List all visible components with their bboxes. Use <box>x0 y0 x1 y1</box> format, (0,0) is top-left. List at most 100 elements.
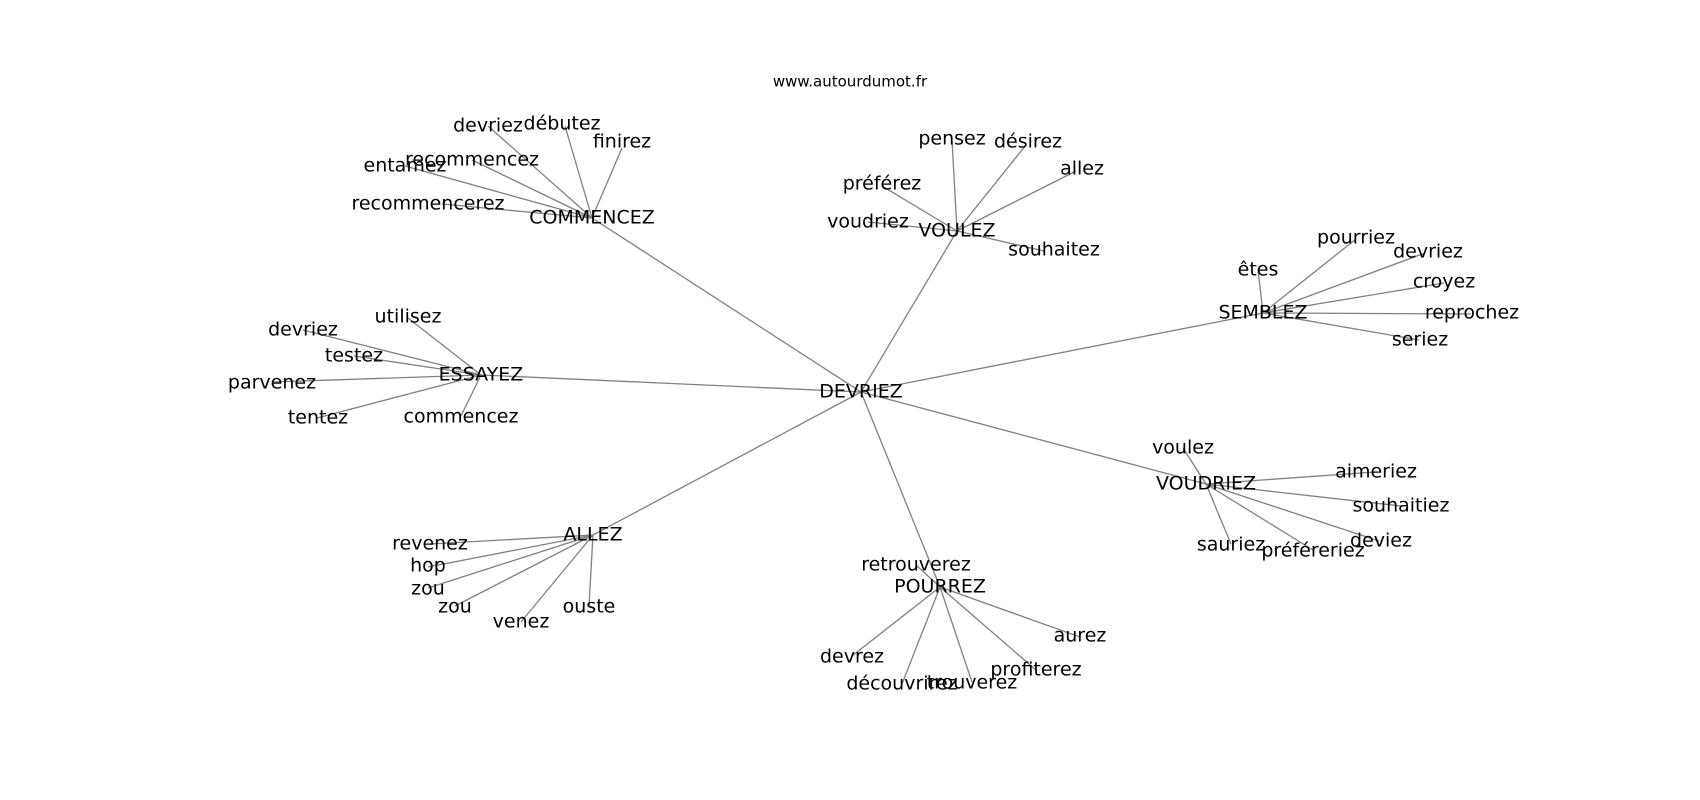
edge-essayez-2 <box>353 355 482 376</box>
leaf-node-commencez-5[interactable]: recommencerez <box>351 193 504 215</box>
leaf-node-voulez-1[interactable]: désirez <box>994 131 1062 153</box>
leaf-node-pourrez-1[interactable]: aurez <box>1054 625 1107 647</box>
hub-node-voulez[interactable]: VOULEZ <box>918 220 995 242</box>
edge-essayez-3 <box>271 374 482 383</box>
edge-allez-5 <box>588 534 594 607</box>
edge-semblez-0 <box>1262 238 1357 314</box>
edge-semblez-4 <box>1262 312 1472 315</box>
hub-node-semblez[interactable]: SEMBLEZ <box>1218 302 1307 324</box>
leaf-node-semblez-4[interactable]: reprochez <box>1425 302 1519 324</box>
edge-voudriez-3 <box>1205 483 1380 542</box>
hub-node-essayez[interactable]: ESSAYEZ <box>439 364 524 386</box>
leaf-node-allez-0[interactable]: revenez <box>392 533 468 555</box>
leaf-node-essayez-0[interactable]: utilisez <box>375 306 442 328</box>
leaf-node-voudriez-2[interactable]: souhaitiez <box>1353 495 1450 517</box>
edge-commencez-4 <box>404 165 593 219</box>
leaf-node-semblez-5[interactable]: seriez <box>1392 329 1448 351</box>
edge-pourrez-0 <box>915 564 941 588</box>
leaf-node-voulez-0[interactable]: pensez <box>918 128 985 150</box>
leaf-node-voudriez-5[interactable]: préféreriez <box>1261 540 1364 562</box>
edge-voudriez-1 <box>1205 471 1376 485</box>
leaf-node-voulez-2[interactable]: allez <box>1060 158 1104 180</box>
leaf-node-pourrez-2[interactable]: profiterez <box>990 659 1081 681</box>
leaf-node-allez-2[interactable]: zou <box>411 578 445 600</box>
edge-root-semblez <box>860 312 1264 393</box>
edge-voulez-1 <box>956 144 1027 232</box>
edge-pourrez-4 <box>901 586 941 685</box>
leaf-node-commencez-0[interactable]: devriez <box>453 115 523 137</box>
edge-voudriez-5 <box>1205 483 1314 551</box>
leaf-node-voudriez-3[interactable]: deviez <box>1350 530 1412 552</box>
leaf-node-voulez-5[interactable]: souhaitez <box>1008 239 1100 261</box>
edge-voudriez-0 <box>1182 447 1207 485</box>
hub-node-allez[interactable]: ALLEZ <box>563 524 622 546</box>
edge-commencez-1 <box>564 125 593 219</box>
leaf-node-semblez-0[interactable]: pourriez <box>1317 227 1395 249</box>
graph-edges <box>271 125 1472 685</box>
edge-semblez-5 <box>1262 312 1420 341</box>
edge-semblez-2 <box>1257 269 1264 314</box>
leaf-node-pourrez-3[interactable]: trouverez <box>927 672 1018 694</box>
leaf-node-allez-4[interactable]: venez <box>493 611 550 633</box>
edge-semblez-1 <box>1262 252 1426 314</box>
leaf-node-essayez-2[interactable]: testez <box>325 345 383 367</box>
hub-node-commencez[interactable]: COMMENCEZ <box>529 207 655 229</box>
edge-voulez-3 <box>881 185 958 232</box>
leaf-node-essayez-3[interactable]: parvenez <box>228 372 316 394</box>
root-node[interactable]: DEVRIEZ <box>819 381 902 403</box>
leaf-node-voudriez-0[interactable]: voulez <box>1152 437 1214 459</box>
leaf-node-essayez-1[interactable]: devriez <box>268 319 338 341</box>
edge-commencez-2 <box>591 147 623 219</box>
leaf-node-semblez-3[interactable]: croyez <box>1413 271 1475 293</box>
hub-node-voudriez[interactable]: VOUDRIEZ <box>1156 473 1256 495</box>
leaf-node-essayez-4[interactable]: tentez <box>288 407 348 429</box>
edge-allez-4 <box>520 534 594 623</box>
leaf-node-commencez-3[interactable]: recommencez <box>405 149 539 171</box>
leaf-node-commencez-1[interactable]: débutez <box>524 113 601 135</box>
leaf-node-essayez-5[interactable]: commencez <box>404 406 519 428</box>
edge-allez-0 <box>429 534 594 545</box>
edge-root-voulez <box>860 230 958 393</box>
leaf-node-commencez-4[interactable]: entamez <box>364 155 447 177</box>
edge-pourrez-5 <box>851 586 941 657</box>
edge-semblez-3 <box>1262 282 1445 314</box>
edge-root-allez <box>592 391 862 536</box>
leaf-node-commencez-2[interactable]: finirez <box>593 131 651 153</box>
leaf-node-allez-5[interactable]: ouste <box>563 596 616 618</box>
edge-allez-1 <box>427 534 594 568</box>
leaf-node-pourrez-0[interactable]: retrouverez <box>861 554 971 576</box>
edge-voulez-0 <box>951 139 958 232</box>
edge-voudriez-2 <box>1205 483 1402 507</box>
edge-pourrez-1 <box>939 586 1081 638</box>
edge-allez-3 <box>454 534 594 607</box>
leaf-node-semblez-2[interactable]: êtes <box>1238 259 1279 281</box>
edge-voudriez-4 <box>1205 483 1232 545</box>
edge-root-essayez <box>480 374 862 393</box>
edge-commencez-3 <box>471 159 593 219</box>
edge-commencez-0 <box>487 125 593 219</box>
edge-commencez-5 <box>441 203 593 219</box>
edge-voulez-4 <box>867 221 958 232</box>
leaf-node-semblez-1[interactable]: devriez <box>1393 241 1463 263</box>
leaf-node-voudriez-1[interactable]: aimeriez <box>1335 461 1417 483</box>
hub-node-pourrez[interactable]: POURREZ <box>894 576 986 598</box>
leaf-node-voulez-4[interactable]: voudriez <box>827 211 909 233</box>
leaf-node-voudriez-4[interactable]: sauriez <box>1197 534 1265 556</box>
edge-root-commencez <box>591 217 862 393</box>
edge-pourrez-3 <box>939 586 973 683</box>
leaf-node-allez-3[interactable]: zou <box>438 596 472 618</box>
edge-root-voudriez <box>860 391 1207 485</box>
edge-allez-2 <box>427 534 594 589</box>
edge-essayez-0 <box>407 317 482 376</box>
edge-pourrez-2 <box>939 586 1037 671</box>
leaf-node-pourrez-4[interactable]: découvrirez <box>846 673 957 695</box>
leaf-node-voulez-3[interactable]: préférez <box>843 173 922 195</box>
leaf-node-pourrez-5[interactable]: devrez <box>820 646 884 668</box>
edge-essayez-1 <box>302 329 482 376</box>
leaf-node-allez-1[interactable]: hop <box>410 555 446 577</box>
edge-voulez-2 <box>956 170 1077 232</box>
site-watermark: www.autourdumot.fr <box>773 73 928 91</box>
edge-voulez-5 <box>956 230 1045 252</box>
